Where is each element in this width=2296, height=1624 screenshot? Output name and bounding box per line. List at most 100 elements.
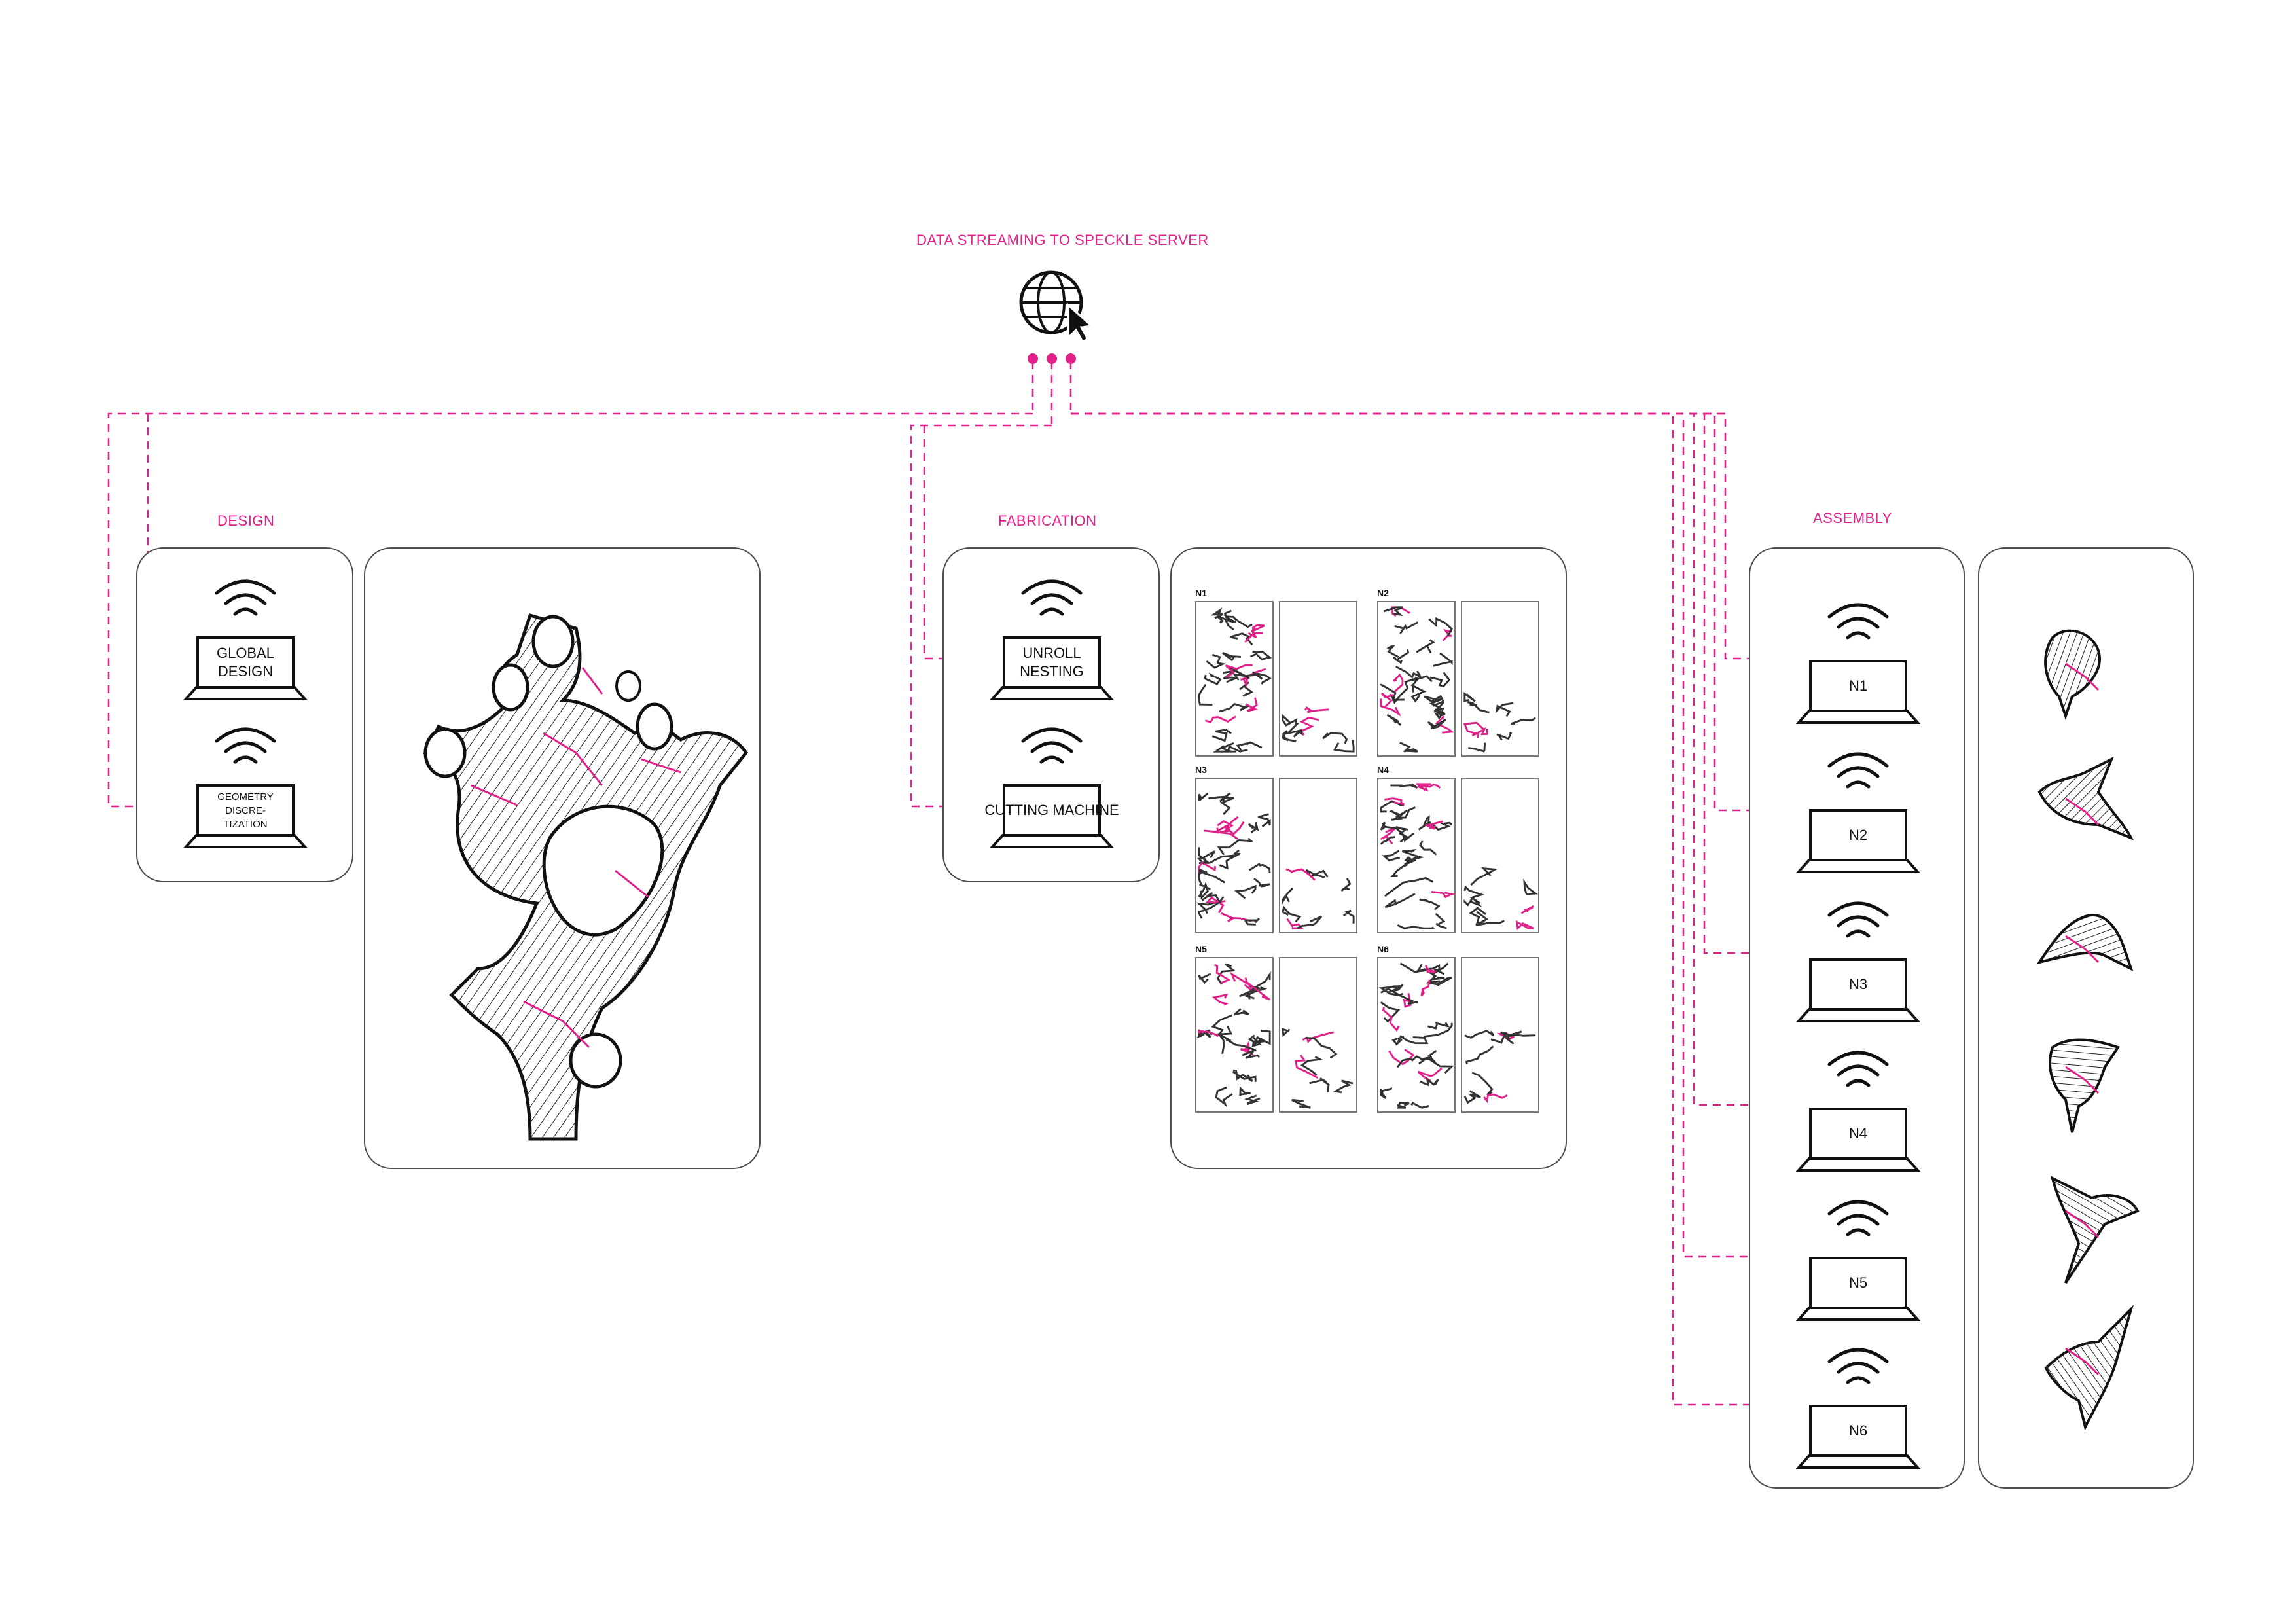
laptop-screen: GLOBAL DESIGN [196, 636, 295, 689]
nested-part-outline [1247, 822, 1259, 833]
nested-part-outline [1380, 821, 1397, 831]
assembly-part-drawing [2044, 629, 2101, 721]
nested-part-outline [1428, 617, 1453, 637]
nested-part-outline [1286, 918, 1304, 929]
nested-part-outline [1234, 884, 1257, 899]
nested-part-outline [1435, 715, 1454, 734]
wifi-icon [1021, 727, 1083, 764]
nested-part-outline [1242, 1048, 1261, 1059]
nested-part-outline [1205, 715, 1236, 723]
nested-part-outline [1249, 971, 1271, 994]
laptop-geometry-discretization[interactable]: GEOMETRY DISCRE- TIZATION [183, 719, 308, 850]
nested-part-outline [1217, 1026, 1233, 1054]
laptop-base [990, 686, 1114, 700]
nested-part-outline [1240, 1040, 1254, 1056]
nested-part-outline [1467, 701, 1490, 713]
nested-part-outline [1198, 871, 1211, 890]
node-label: N4 [1848, 1125, 1868, 1142]
nested-part-outline [1221, 912, 1252, 922]
laptop-assembly-node[interactable]: N4 [1796, 1042, 1920, 1173]
nested-part-outline [1384, 876, 1434, 897]
node-label: N6 [1848, 1422, 1868, 1439]
nested-part-outline [1302, 1031, 1335, 1043]
nested-part-outline [1219, 742, 1236, 753]
nested-part-outline [1234, 1070, 1253, 1083]
nested-part-outline [1520, 905, 1534, 914]
nested-part-outline [1483, 1093, 1508, 1104]
nested-part-outline [1211, 729, 1232, 742]
nested-part-outline [1248, 863, 1271, 874]
nested-part-outline [1382, 850, 1400, 862]
nested-part-outline [1223, 609, 1236, 624]
nested-part-outline [1380, 800, 1405, 813]
nested-part-outline [1282, 888, 1293, 905]
assembly-part-drawing [2049, 1038, 2121, 1133]
nested-part-outline [1240, 668, 1266, 689]
nested-part-outline [1500, 1030, 1522, 1045]
node-label: GLOBAL DESIGN [216, 645, 275, 679]
laptop-assembly-node[interactable]: N6 [1796, 1339, 1920, 1470]
nested-part-outline [1295, 1055, 1319, 1079]
nested-part-outline [1463, 721, 1486, 736]
nested-part-outline [1391, 677, 1418, 704]
nested-part-outline [1206, 653, 1226, 669]
wifi-icon [215, 579, 276, 616]
nested-part-outline [1309, 1077, 1330, 1093]
assembly-part-drawing [2037, 756, 2134, 840]
laptop-base [1796, 1454, 1920, 1469]
globe-cursor-icon[interactable] [1013, 264, 1098, 343]
nested-part-outline [1285, 868, 1316, 881]
nested-part-outline [1333, 1079, 1354, 1094]
wifi-icon [1827, 1051, 1889, 1087]
section-label-fabrication: FABRICATION [998, 513, 1097, 529]
server-title: DATA STREAMING TO SPECKLE SERVER [916, 232, 1209, 248]
laptop-screen: N4 [1809, 1108, 1907, 1160]
nested-part-outline [1410, 1102, 1429, 1109]
wifi-icon [1021, 579, 1083, 616]
nesting-sheet-full [1195, 778, 1274, 933]
nested-part-outline [1427, 1022, 1450, 1030]
laptop-assembly-node[interactable]: N3 [1796, 893, 1920, 1024]
nested-part-outline [1463, 1090, 1481, 1104]
laptop-assembly-node[interactable]: N1 [1796, 594, 1920, 725]
nested-part-outline [1380, 683, 1405, 701]
laptop-assembly-node[interactable]: N2 [1796, 744, 1920, 875]
laptop-unroll-nesting[interactable]: UNROLL NESTING [990, 571, 1114, 702]
nested-part-outline [1433, 707, 1446, 720]
nested-part-outline [1379, 1087, 1393, 1099]
nested-part-outline [1215, 1086, 1233, 1108]
nested-part-outline [1304, 706, 1329, 713]
nested-part-outline [1282, 713, 1298, 727]
nested-part-outline [1213, 745, 1248, 753]
laptop-base [1796, 710, 1920, 724]
nested-part-outline [1217, 820, 1239, 840]
nested-part-outline [1243, 918, 1260, 926]
laptop-cutting-machine[interactable]: CUTTING MACHINE [984, 719, 1119, 850]
nested-part-outline [1216, 963, 1236, 985]
assembly-part-drawing [2036, 914, 2134, 971]
nested-part-outline [1417, 1067, 1443, 1082]
node-label: UNROLL NESTING [1020, 645, 1084, 679]
nested-part-outline [1333, 740, 1355, 753]
nested-part-outline [1429, 672, 1451, 687]
nested-part-outline [1219, 797, 1234, 815]
nested-part-outline [1236, 741, 1263, 751]
nested-part-outline [1342, 909, 1355, 924]
laptop-global-design[interactable]: GLOBAL DESIGN [183, 571, 308, 702]
nested-part-outline [1198, 792, 1209, 801]
nested-part-outline [1425, 820, 1443, 830]
nested-part-outline [1225, 1038, 1257, 1052]
nesting-sheet-label: N6 [1377, 944, 1389, 954]
laptop-base [1796, 1307, 1920, 1321]
node-label: N5 [1848, 1274, 1868, 1291]
nested-part-outline [1380, 692, 1394, 708]
nested-part-outline [1433, 652, 1453, 667]
nested-part-outline [1380, 988, 1418, 1005]
nested-part-outline [1416, 783, 1431, 792]
nested-part-outline [1257, 813, 1271, 828]
laptop-assembly-node[interactable]: N5 [1796, 1191, 1920, 1322]
nested-part-outline [1282, 1028, 1291, 1038]
nested-part-outline [1340, 878, 1352, 892]
nested-part-outline [1232, 671, 1263, 681]
nested-part-outline [1523, 878, 1538, 895]
